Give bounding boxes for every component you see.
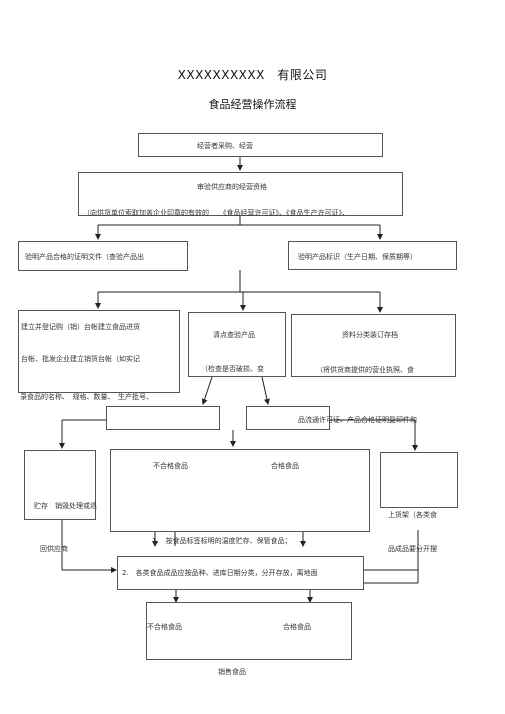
shelf-line-2: 品成品要分开摆: [388, 545, 437, 553]
sorting-box: 不合格食品 合格食品: [110, 449, 370, 532]
qualified-label-2: 合格食品: [283, 623, 311, 631]
check-products-box: 清点查验产品 （检查是否破损、变: [188, 312, 286, 377]
supplier-qualification-detail: （向供货单位索取加盖企业印章的有效的 《食品经营许可证》、《食品生产许可证》、: [83, 209, 349, 217]
storage-disposal-label: 贮存 销毁处理或退: [34, 502, 97, 510]
qualified-label-1: 合格食品: [271, 462, 299, 470]
archive-title: 资料分类装订存档: [342, 331, 398, 339]
archive-detail: （将供货商提供的营业执照、食: [316, 366, 414, 374]
company-name: XXXXXXXXXX 有限公司: [177, 68, 328, 82]
storage-rule-2: 2. 各类食品成品应按品种、进库日期分类，分开存放，离地面: [122, 569, 318, 577]
page-title: 食品经营操作流程: [208, 98, 297, 111]
unqualified-handling-box: [106, 406, 220, 430]
check-products-title: 清点查验产品: [213, 331, 255, 339]
unqualified-label-1: 不合格食品: [153, 462, 188, 470]
supplier-qualification-title: 审验供应商的经营资格: [197, 183, 267, 191]
step-purchase-label: 经营者采购、经营: [197, 142, 253, 150]
ledger-line-2: 台帐、批发企业建立销货台帐（如实记: [21, 355, 140, 363]
shelf-line-1: 上货架（各类食: [388, 511, 437, 519]
product-label-text: 验明产品标识（生产日期、保质期等）: [298, 253, 417, 261]
product-label-box: 验明产品标识（生产日期、保质期等）: [288, 241, 457, 270]
supplier-qualification-box: 审验供应商的经营资格 （向供货单位索取加盖企业印章的有效的 《食品经营许可证》、…: [78, 172, 403, 217]
circulation-license-text: 品流通许可证、产品合格证明复印件和: [298, 416, 417, 424]
ledger-box: 建立并登记购（销）台帐建立食品进货 台帐、批发企业建立销货台帐（如实记: [18, 310, 180, 393]
archive-box: 资料分类装订存档 （将供货商提供的营业执照、食: [291, 314, 456, 377]
step-purchase-box: 经营者采购、经营: [138, 133, 383, 157]
ledger-line-1: 建立并登记购（销）台帐建立食品进货: [21, 323, 140, 331]
qualified-handling-box: [246, 406, 330, 430]
final-sorting-box: 不合格食品 合格食品: [146, 602, 352, 660]
return-supplier-label: 回供应商: [40, 545, 68, 553]
storage-disposal-box: [24, 450, 96, 520]
ledger-line-3: 录食品的名称、 规格、数量、 生产批号、: [20, 393, 153, 401]
check-products-detail: （检查是否破损、变: [201, 365, 264, 373]
sales-label: 销售食品: [218, 668, 246, 676]
storage-rule-2-box: 2. 各类食品成品应按品种、进库日期分类，分开存放，离地面: [117, 556, 364, 590]
storage-rule-1: 1. 按食品标签标明的温度贮存、保管食品；: [152, 537, 292, 545]
product-certificate-box: 验明产品合格的证明文件（查验产品出: [18, 241, 188, 271]
shelf-box: [380, 452, 458, 508]
product-certificate-label: 验明产品合格的证明文件（查验产品出: [25, 253, 144, 261]
unqualified-label-2: 不合格食品: [147, 623, 182, 631]
